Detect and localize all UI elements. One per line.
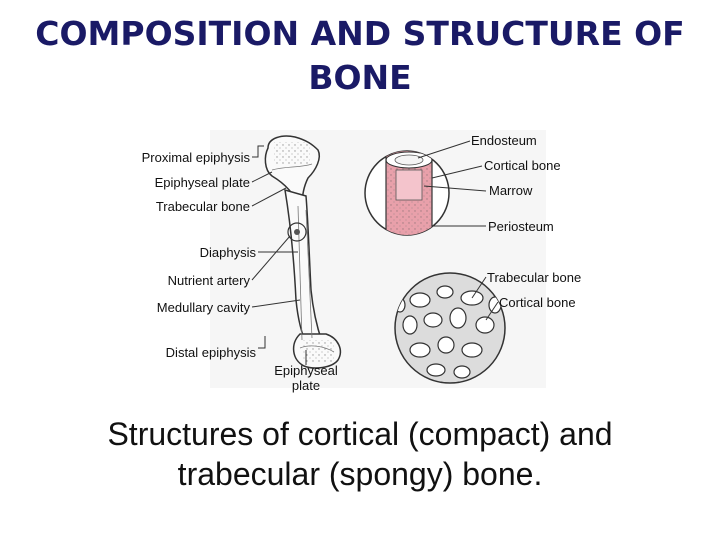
label-trabecular-bone-right: Trabecular bone <box>487 270 582 285</box>
label-medullary-cavity: Medullary cavity <box>156 300 250 315</box>
title-line-2: BONE <box>308 58 412 97</box>
caption-line-2: trabecular (spongy) bone. <box>177 456 543 492</box>
label-distal-epiphysis: Distal epiphysis <box>165 345 256 360</box>
title-line-1: COMPOSITION AND STRUCTURE OF <box>35 14 685 53</box>
trabecular-bone-detail <box>394 272 506 384</box>
label-diaphysis: Diaphysis <box>199 245 256 260</box>
label-periosteum: Periosteum <box>488 219 554 234</box>
label-epiphyseal-plate: Epiphyseal plate <box>154 175 250 190</box>
slide-title: COMPOSITION AND STRUCTURE OF BONE <box>0 12 720 100</box>
label-cortical-bone-top: Cortical bone <box>484 158 561 173</box>
label-cortical-bone-bottom: Cortical bone <box>499 295 576 310</box>
label-epiphyseal-plate-bottom: Epiphyseal plate <box>270 363 342 393</box>
label-trabecular-bone-left: Trabecular bone <box>155 199 250 214</box>
slide-caption: Structures of cortical (compact) and tra… <box>0 414 720 494</box>
caption-line-1: Structures of cortical (compact) and <box>107 416 613 452</box>
label-proximal-epiphysis: Proximal epiphysis <box>141 150 250 165</box>
label-epiphyseal-plate-bottom-line2: plate <box>291 378 321 393</box>
label-marrow: Marrow <box>489 183 533 198</box>
cortical-bone-detail <box>364 150 450 236</box>
label-nutrient-artery: Nutrient artery <box>167 273 250 288</box>
label-epiphyseal-plate-bottom-line1: Epiphyseal <box>274 363 338 378</box>
leader-lines <box>251 140 499 365</box>
label-endosteum: Endosteum <box>471 133 537 148</box>
